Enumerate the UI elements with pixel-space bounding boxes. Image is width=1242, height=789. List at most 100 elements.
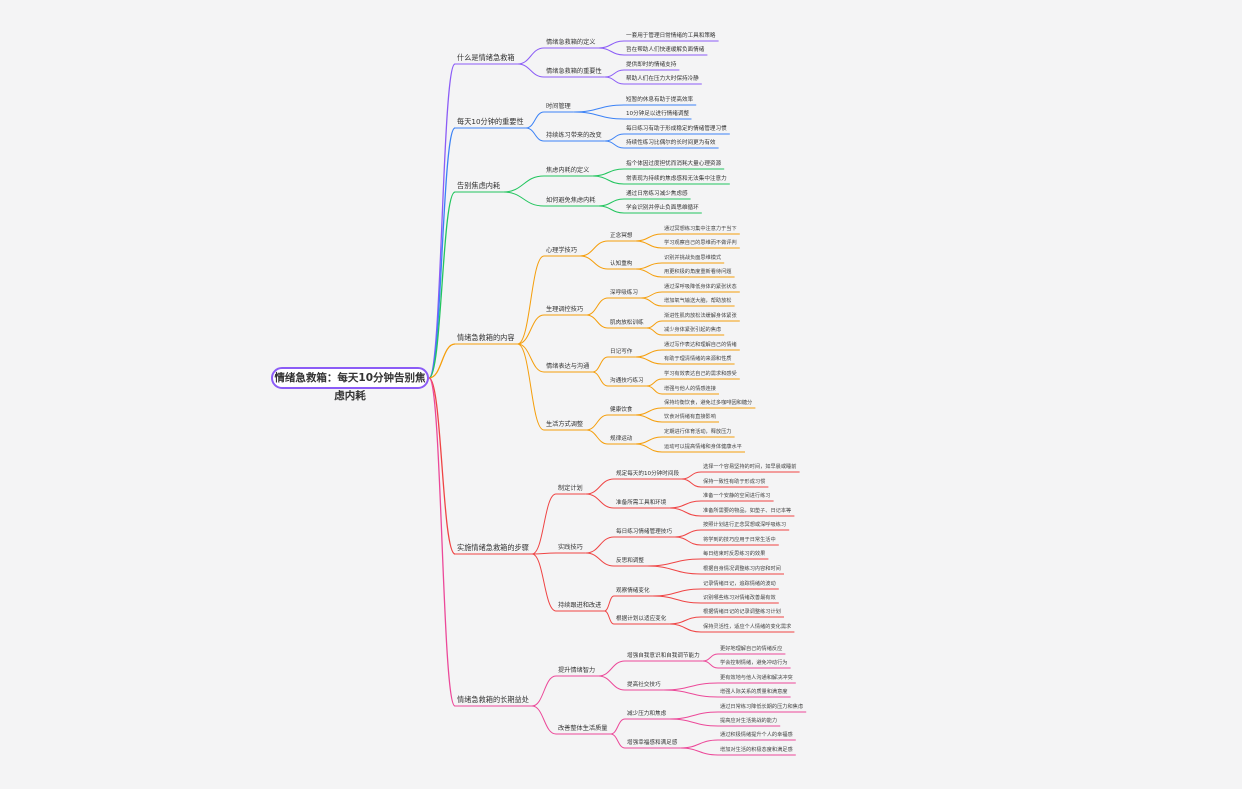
- topic-node[interactable]: 生活方式调整: [546, 421, 584, 428]
- branch-node[interactable]: 告别焦虑内耗: [457, 181, 501, 190]
- detail-node[interactable]: 减少身体紧张引起的焦虑: [664, 327, 722, 333]
- topic-node[interactable]: 时间管理: [546, 103, 571, 110]
- detail-node[interactable]: 增加氧气输送大脑，帮助放松: [664, 298, 732, 304]
- detail-node[interactable]: 学会控制情绪，避免冲动行为: [720, 660, 788, 666]
- detail-link: [640, 291, 663, 299]
- detail-node[interactable]: 有助于理清情绪的来源和性质: [664, 356, 732, 362]
- subtopic-node[interactable]: 旨在帮助人们快速缓解负面情绪: [626, 47, 705, 53]
- topic-node[interactable]: 情绪急救箱的重要性: [546, 68, 602, 75]
- detail-link: [669, 718, 719, 727]
- detail-node[interactable]: 保持灵活性，适应个人情绪的变化需求: [703, 624, 792, 630]
- subtopic-node[interactable]: 认知重构: [610, 261, 633, 267]
- detail-node[interactable]: 用更积极的角度重新看待问题: [664, 269, 732, 275]
- subtopic-node[interactable]: 指个体因过度担忧而消耗大量心理资源: [626, 161, 722, 167]
- detail-node[interactable]: 准备一个安静的空间进行练习: [703, 493, 771, 499]
- topic-node[interactable]: 持续练习带来的改变: [546, 132, 602, 139]
- detail-node[interactable]: 通过写作表达和理解自己的情绪: [664, 342, 737, 348]
- branch-node[interactable]: 情绪急救箱的长期益处: [457, 695, 529, 704]
- detail-node[interactable]: 通过积极情绪提升个人的幸福感: [720, 732, 793, 738]
- detail-node[interactable]: 提高应对生活挑战的能力: [720, 718, 778, 724]
- detail-node[interactable]: 运动可以提高情绪和身体健康水平: [664, 444, 742, 450]
- topic-node[interactable]: 生理调控技巧: [546, 306, 584, 313]
- subtopic-node[interactable]: 提高社交技巧: [627, 682, 661, 688]
- subtopic-node[interactable]: 通过日常练习减少焦虑感: [626, 191, 688, 197]
- branch-node[interactable]: 情绪急救箱的内容: [457, 333, 515, 342]
- detail-node[interactable]: 记录情绪日记，追踪情绪的波动: [703, 581, 776, 587]
- detail-node[interactable]: 识别并挑战负面思维模式: [664, 255, 722, 261]
- detail-node[interactable]: 更有效地与他人沟通和解决冲突: [720, 675, 793, 681]
- detail-node[interactable]: 增强人际关系的质量和满意度: [720, 689, 788, 695]
- subtopic-node[interactable]: 减少压力和焦虑: [627, 711, 667, 717]
- subtopic-node[interactable]: 观察情绪变化: [616, 588, 650, 594]
- detail-node[interactable]: 选择一个容易坚持的时间，如早晨或睡前: [703, 464, 797, 470]
- subtopic-node[interactable]: 提供即时的情绪支持: [626, 62, 677, 68]
- topic-node[interactable]: 心理学技巧: [546, 247, 577, 254]
- subtopic-link: [598, 198, 625, 207]
- subtopic-node[interactable]: 日记写作: [610, 349, 633, 355]
- subtopic-node[interactable]: 根据计划以适应变化: [616, 616, 667, 622]
- topic-node[interactable]: 提升情绪智力: [558, 667, 596, 674]
- subtopic-node[interactable]: 每日练习情绪管理技巧: [616, 529, 672, 535]
- detail-node[interactable]: 根据情绪日记的记录调整练习计划: [703, 609, 781, 615]
- subtopic-link: [579, 240, 609, 257]
- detail-node[interactable]: 学习有效表达自己的需求和感受: [664, 371, 737, 377]
- subtopic-node[interactable]: 规律运动: [610, 436, 633, 442]
- subtopic-node[interactable]: 规定每天的10分钟时间段: [616, 471, 680, 477]
- subtopic-link: [586, 297, 609, 316]
- detail-node[interactable]: 保持均衡饮食，避免过多咖啡因和糖分: [664, 400, 753, 406]
- subtopic-node[interactable]: 每日练习有助于形成稳定的情绪管理习惯: [626, 126, 727, 132]
- subtopic-node[interactable]: 学会识别并停止负面思维循环: [626, 205, 699, 211]
- subtopic-node[interactable]: 增强自我意识和自我调节能力: [627, 653, 700, 659]
- subtopic-node[interactable]: 帮助人们在压力大时保持冷静: [626, 76, 699, 82]
- topic-node[interactable]: 实践技巧: [558, 544, 583, 551]
- detail-node[interactable]: 保持一致性有助于形成习惯: [703, 479, 766, 485]
- subtopic-link: [604, 140, 625, 149]
- detail-node[interactable]: 饮食对情绪有直接影响: [664, 414, 716, 420]
- detail-node[interactable]: 通过深呼吸降低身体的紧张状态: [664, 284, 737, 290]
- detail-node[interactable]: 定期进行体育活动，释放压力: [664, 429, 732, 435]
- branch-node[interactable]: 什么是情绪急救箱: [457, 53, 515, 62]
- detail-link: [669, 623, 702, 633]
- topic-node[interactable]: 焦虑内耗的定义: [546, 167, 590, 174]
- topic-node[interactable]: 持续跟进和改进: [558, 602, 602, 609]
- detail-node[interactable]: 通过冥想练习集中注意力于当下: [664, 226, 737, 232]
- detail-node[interactable]: 渐进性肌肉放松法缓解身体紧张: [664, 313, 737, 319]
- topic-node[interactable]: 改善整体生活质量: [558, 725, 608, 732]
- subtopic-node[interactable]: 持续性练习比偶尔的长时间更为有效: [626, 140, 716, 146]
- topic-link: [525, 127, 545, 142]
- subtopic-node[interactable]: 肌肉放松训练: [610, 320, 644, 326]
- branch-node[interactable]: 实施情绪急救箱的步骤: [457, 543, 529, 552]
- detail-node[interactable]: 通过日常练习降低长期的压力和焦虑: [720, 704, 804, 710]
- detail-node[interactable]: 每日结束时反思练习的效果: [703, 551, 766, 557]
- subtopic-node[interactable]: 深呼吸练习: [610, 290, 638, 296]
- subtopic-node[interactable]: 沟通技巧练习: [610, 378, 644, 384]
- detail-node[interactable]: 根据自身情况调整练习内容和时间: [703, 566, 781, 572]
- detail-node[interactable]: 准备所需要的物品，如垫子、日记本等: [703, 508, 792, 514]
- subtopic-node[interactable]: 正念冥想: [610, 233, 633, 239]
- detail-node[interactable]: 增强与他人的情感连接: [664, 386, 716, 392]
- detail-node[interactable]: 按照计划进行正念冥想或深呼吸练习: [703, 522, 787, 528]
- subtopic-node[interactable]: 10分钟足以进行情绪调整: [626, 111, 690, 117]
- topic-node[interactable]: 如何避免焦虑内耗: [546, 197, 596, 204]
- detail-link: [640, 297, 663, 307]
- detail-node[interactable]: 将学到的技巧应用于日常生活中: [703, 537, 776, 543]
- topic-node[interactable]: 情绪表达与沟通: [546, 363, 590, 370]
- topic-node[interactable]: 制定计划: [558, 485, 583, 492]
- subtopic-node[interactable]: 健康饮食: [610, 407, 633, 413]
- root-node[interactable]: 情绪急救箱：每天10分钟告别焦虑内耗: [271, 367, 429, 402]
- detail-node[interactable]: 学习观察自己的思维而不做评判: [664, 240, 737, 246]
- detail-node[interactable]: 增加对生活的积极态度和满足感: [720, 747, 793, 753]
- detail-node[interactable]: 识别哪些练习对情绪改善最有效: [703, 595, 776, 601]
- subtopic-node[interactable]: 反思和调整: [616, 558, 644, 564]
- topic-link: [517, 314, 545, 345]
- subtopic-node[interactable]: 常表现为持续的焦虑感和无法集中注意力: [626, 176, 727, 182]
- subtopic-node[interactable]: 一套用于管理日常情绪的工具和策略: [626, 33, 716, 39]
- subtopic-node[interactable]: 增强幸福感和满足感: [627, 740, 678, 746]
- subtopic-node[interactable]: 短暂的休息有助于提高效率: [626, 97, 694, 103]
- subtopic-node[interactable]: 准备所需工具和环境: [616, 500, 667, 506]
- subtopic-link: [604, 610, 615, 625]
- topic-node[interactable]: 情绪急救箱的定义: [546, 39, 596, 46]
- branch-node[interactable]: 每天10分钟的重要性: [457, 117, 524, 126]
- detail-node[interactable]: 更好地理解自己的情绪反应: [720, 646, 783, 652]
- topic-link: [517, 63, 545, 78]
